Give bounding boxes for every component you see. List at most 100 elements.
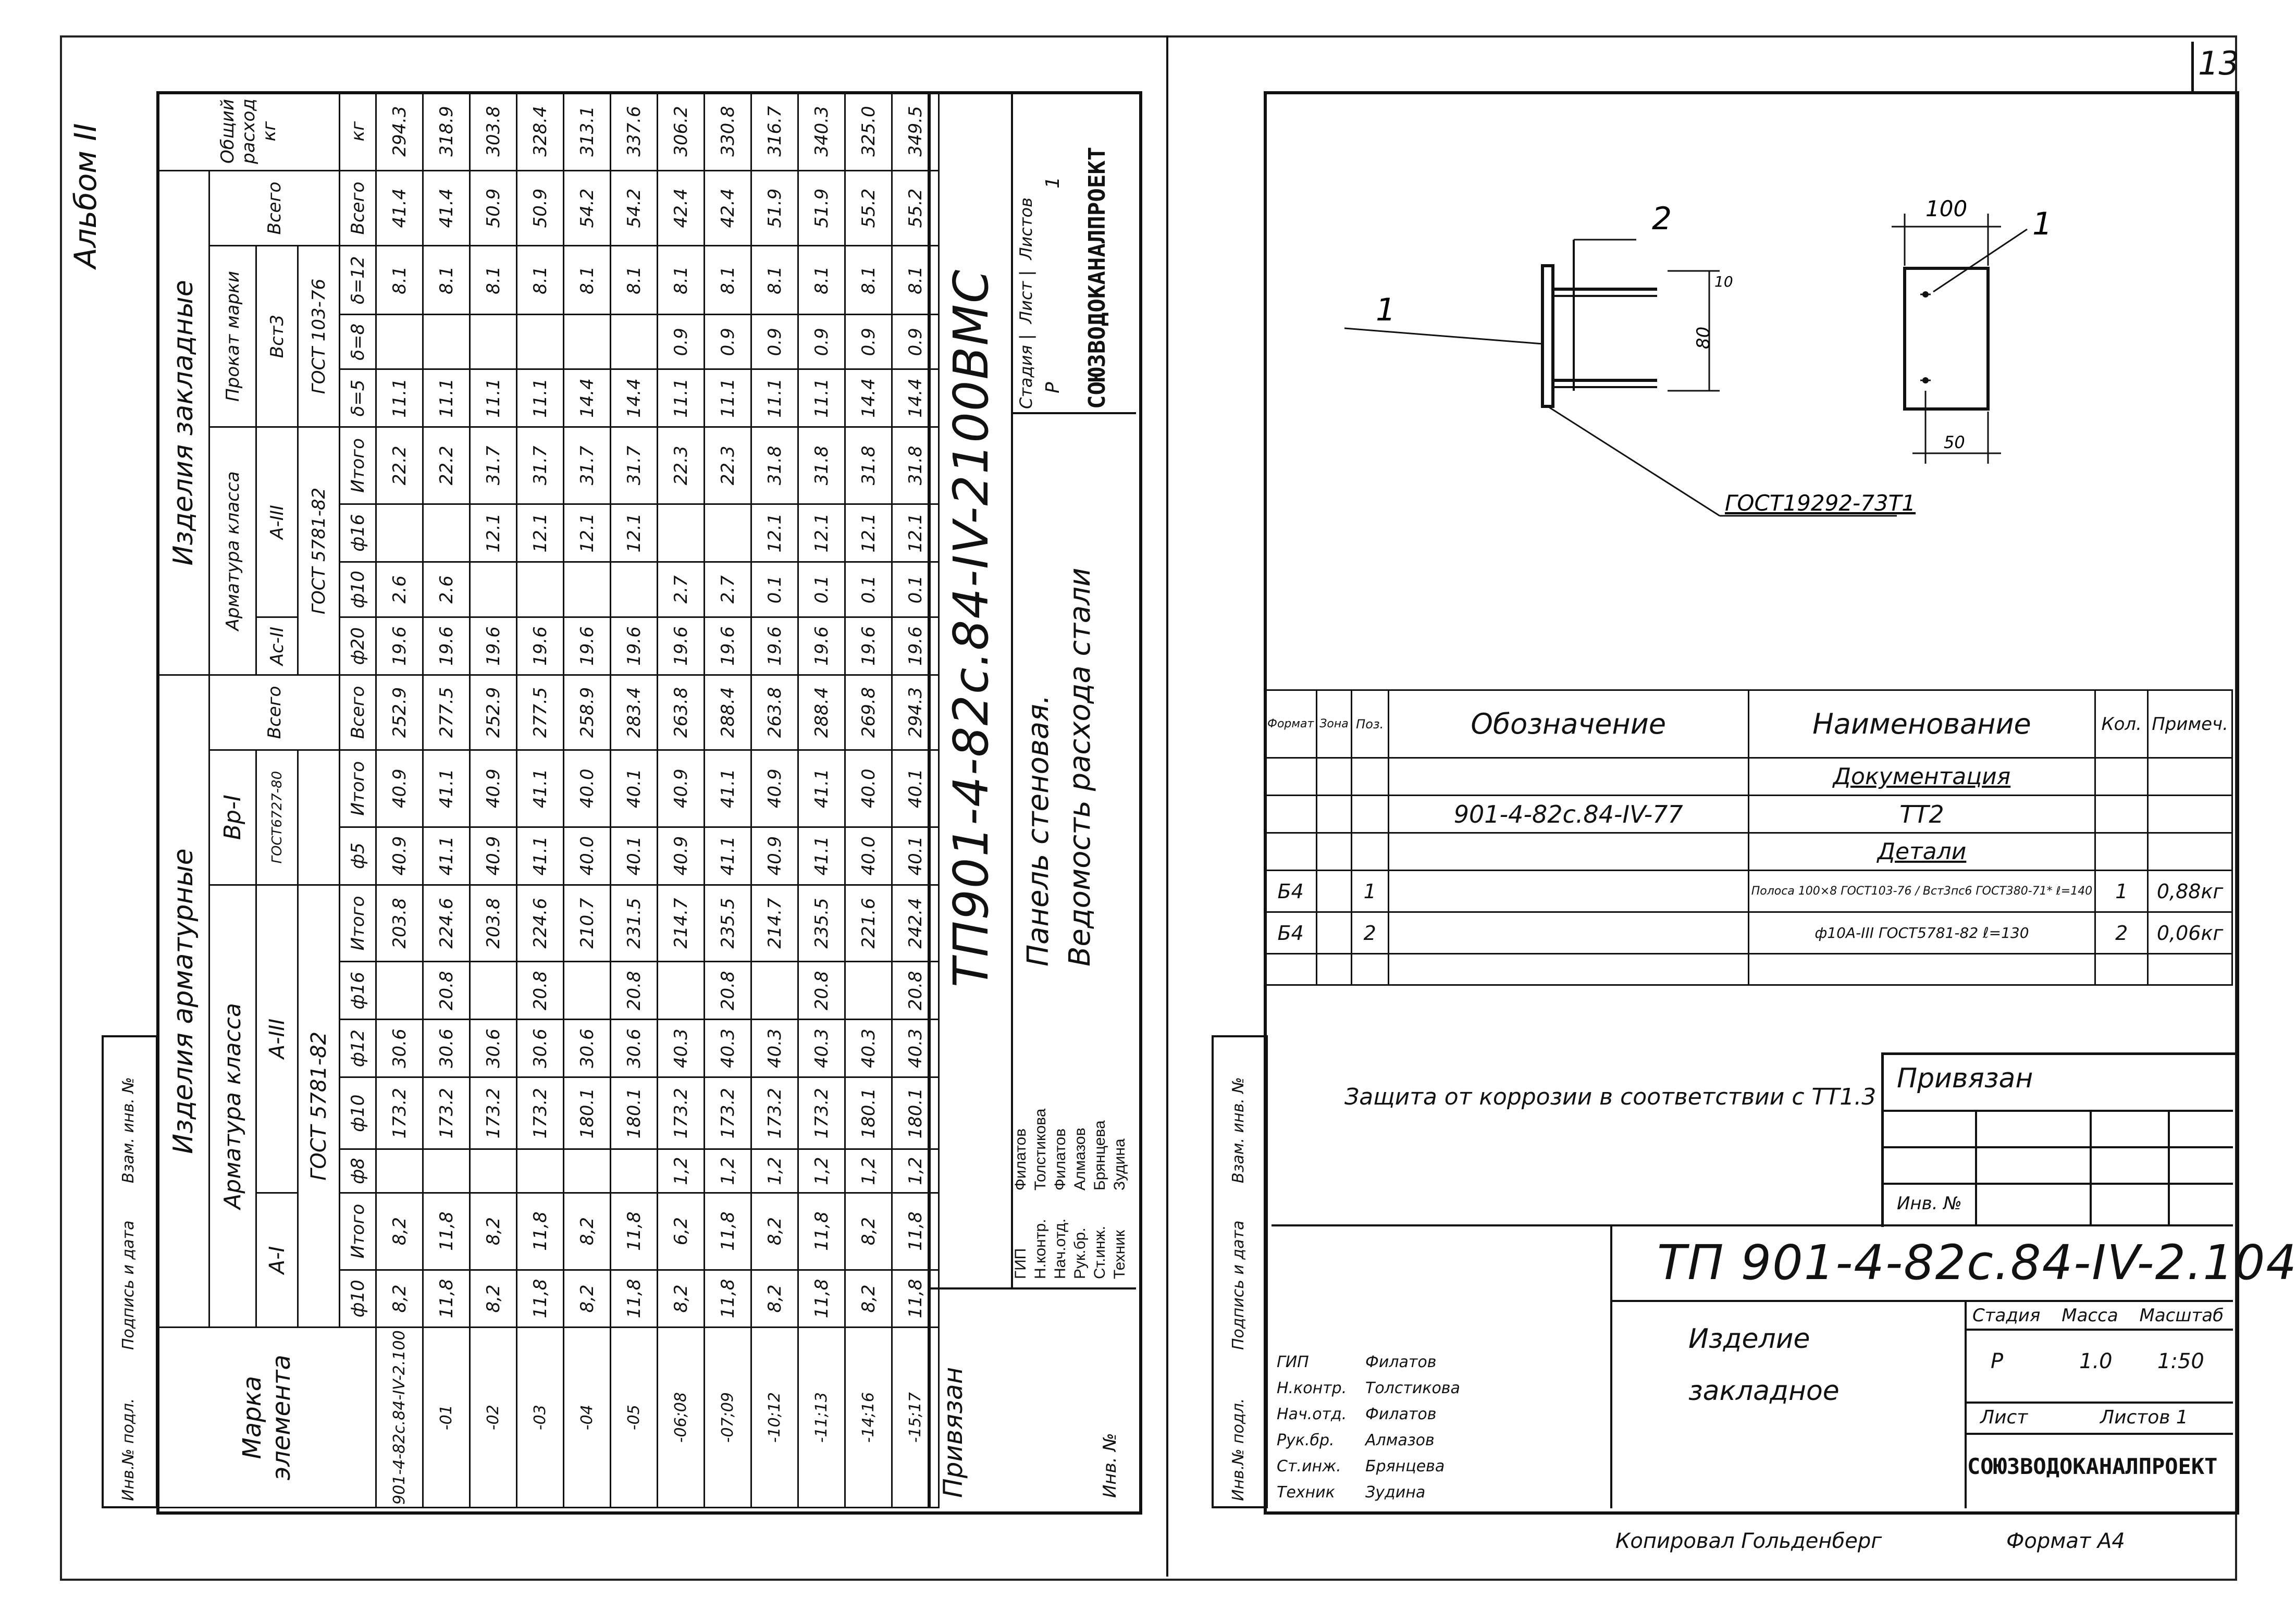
value-cell: 12.1 xyxy=(798,504,845,562)
staff-row: Н.контр.Толстикова xyxy=(1031,1109,1051,1279)
value-cell xyxy=(657,961,705,1020)
value-cell: 19.6 xyxy=(845,617,892,675)
value-cell xyxy=(423,314,470,369)
value-cell: 11,8 xyxy=(704,1193,751,1270)
value-cell xyxy=(376,314,423,369)
stamp-label-list: Лист xyxy=(1016,281,1036,324)
value-cell: 1,2 xyxy=(704,1149,751,1193)
dim-10: 10 xyxy=(1714,273,1733,290)
value-cell: 40.9 xyxy=(751,827,798,885)
plate-side xyxy=(1541,264,1554,408)
right-stamp-grid xyxy=(1965,1402,2233,1404)
value-cell: 11,8 xyxy=(516,1193,564,1270)
value-cell: 2.7 xyxy=(657,562,705,617)
value-cell: 42.4 xyxy=(657,170,705,246)
value-cell: 173.2 xyxy=(376,1077,423,1149)
value-cell: 203.8 xyxy=(376,885,423,962)
col-header: δ=5 xyxy=(339,369,376,427)
value-cell: 14.4 xyxy=(845,369,892,427)
value-cell: 11,8 xyxy=(798,1270,845,1328)
detail-row: Б4 2 ф10А-III ГОСТ5781-82 ℓ=130 2 0,06кг xyxy=(1263,911,2233,954)
value-cell: 224.6 xyxy=(423,885,470,962)
left-sheet-code: ТП901-4-82с.84-IV-2100ВМС xyxy=(943,268,999,987)
value-cell: 12.1 xyxy=(610,504,658,562)
value-cell: 325.0 xyxy=(845,92,892,171)
value-cell: 12.1 xyxy=(516,504,564,562)
sheet-fold-line xyxy=(1166,35,1168,1577)
gost-leader xyxy=(1547,405,1720,517)
spec-header: Зона xyxy=(1316,689,1352,759)
left-privyazan-divider xyxy=(928,1287,1136,1289)
right-code-divider xyxy=(1610,1300,2233,1302)
value-cell: 40.9 xyxy=(376,750,423,827)
mark-cell: -10;12 xyxy=(751,1327,798,1508)
left-stamp-divider xyxy=(1011,412,1136,414)
value-cell xyxy=(470,314,517,369)
col-header: δ=12 xyxy=(339,245,376,315)
staff-role: Ст.инж. xyxy=(1277,1457,1341,1475)
staff-name: Филатов xyxy=(1365,1353,1437,1371)
value-cell: 294.3 xyxy=(376,92,423,171)
staff-role: Рук.бр. xyxy=(1071,1227,1089,1279)
left-inv-no: Инв. № xyxy=(1100,1433,1120,1498)
value-cell: 11.1 xyxy=(657,369,705,427)
col-header: ф10 xyxy=(339,1077,376,1149)
prokat-header: Прокат марки xyxy=(209,245,256,427)
spec-header: Примеч. xyxy=(2147,689,2233,759)
staff-row: Рук.бр.Алмазов xyxy=(1070,1109,1090,1279)
bst-header: Вст3 xyxy=(256,245,298,427)
side-label: Взам. инв. № xyxy=(1229,1077,1248,1183)
value-cell: 30.6 xyxy=(423,1019,470,1077)
leader-2-label: 2 xyxy=(1652,201,1672,237)
side-label: Инв.№ подл. xyxy=(119,1398,138,1501)
right-title-top xyxy=(1272,1224,2233,1226)
value-cell: 173.2 xyxy=(704,1077,751,1149)
value-cell: 8,2 xyxy=(751,1270,798,1328)
value-cell xyxy=(516,314,564,369)
value-cell: 30.6 xyxy=(376,1019,423,1077)
value-cell xyxy=(563,314,611,369)
left-binding-strip: Инв.№ подл. Подпись и дата Взам. инв. № xyxy=(102,1035,158,1508)
value-cell: 41.4 xyxy=(376,170,423,246)
dim-50: 50 xyxy=(1944,432,1965,452)
value-cell: 40.9 xyxy=(751,750,798,827)
value-cell: 19.6 xyxy=(376,617,423,675)
value-cell: 0.1 xyxy=(845,562,892,617)
value-cell xyxy=(845,961,892,1020)
value-cell: 41.1 xyxy=(423,827,470,885)
embedded-part-drawing: 2 10 80 1 ГОСТ19292-73Т1 100 50 1 xyxy=(1344,196,2052,517)
value-cell: 173.2 xyxy=(470,1077,517,1149)
value-cell: 11,8 xyxy=(516,1270,564,1328)
value-cell: 8.1 xyxy=(563,245,611,315)
value-cell: 19.6 xyxy=(704,617,751,675)
vsego-header-1: Всего xyxy=(209,675,340,750)
staff-role: Ст.инж. xyxy=(1091,1225,1108,1279)
staff-name: Зудина xyxy=(1365,1483,1426,1502)
staff-role: Нач.отд. xyxy=(1277,1405,1347,1423)
value-cell: 2.7 xyxy=(704,562,751,617)
value-cell: 11,8 xyxy=(610,1193,658,1270)
value-cell: 8,2 xyxy=(470,1270,517,1328)
group-zakladnye: Изделия закладные xyxy=(157,170,209,675)
value-cell: 6,2 xyxy=(657,1193,705,1270)
value-cell: 221.6 xyxy=(845,885,892,962)
staff-name: Толстикова xyxy=(1032,1108,1049,1191)
value-cell: 22.2 xyxy=(423,427,470,504)
value-cell: 31.8 xyxy=(798,427,845,504)
value-cell: 40.9 xyxy=(657,827,705,885)
staff-name: Филатов xyxy=(1012,1128,1029,1191)
value-cell: 8,2 xyxy=(376,1270,423,1328)
value-cell: 42.4 xyxy=(704,170,751,246)
col-header: Итого xyxy=(339,885,376,962)
value-cell: 8.1 xyxy=(657,245,705,315)
detail-qty: 1 xyxy=(2094,870,2149,913)
value-cell xyxy=(704,504,751,562)
value-cell: 8,2 xyxy=(563,1270,611,1328)
